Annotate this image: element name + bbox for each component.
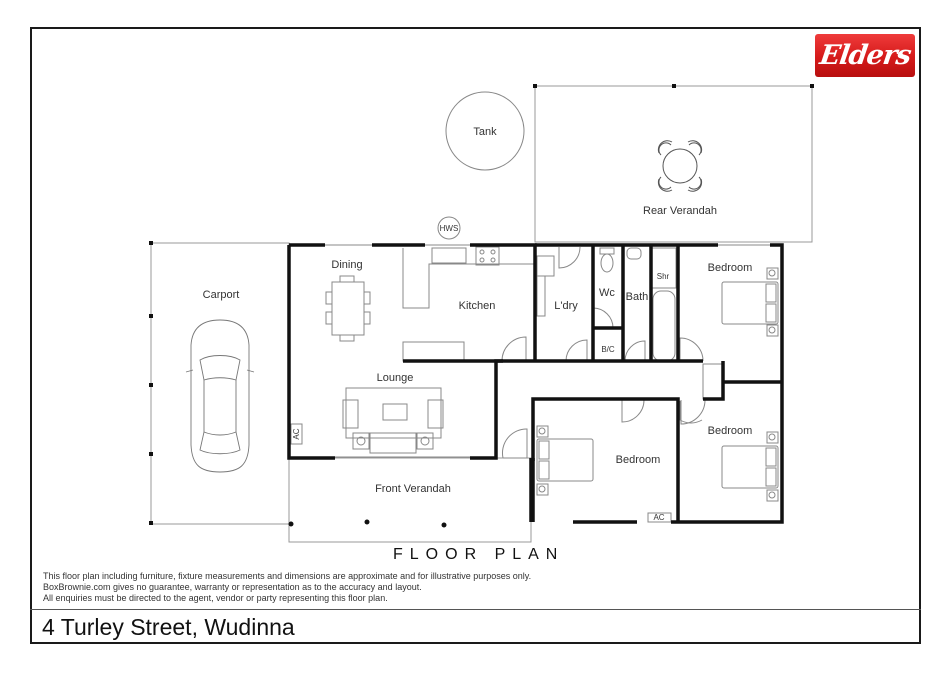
dining-table-icon [331,281,365,336]
front-verandah: Front Verandah [288,457,532,543]
label-dining: Dining [331,259,362,271]
sofa-icon [369,432,417,454]
label-tank: Tank [473,126,497,138]
label-kitchen: Kitchen [459,300,496,312]
bed-icon [536,438,594,482]
bed-icon [721,445,779,489]
property-address: 4 Turley Street, Wudinna [42,614,295,640]
laundry-tub-icon [536,255,555,277]
kitchen-bench [402,248,535,309]
label-laundry: L'dry [554,300,578,312]
footer-divider [30,609,921,610]
sink-icon [431,247,467,264]
bathtub-icon [652,290,676,362]
label-bedroom-2: Bedroom [616,454,661,466]
disclaimer: This floor plan including furniture, fix… [43,571,531,604]
armchair-icon [342,399,359,429]
label-bc: B/C [601,345,615,354]
label-wc: Wc [599,287,615,299]
page-frame [30,27,921,644]
elders-logo: Elders [815,34,915,77]
room-labels: Dining Kitchen L'dry Wc Bath Shr B/C Bed… [292,259,752,522]
water-tank: Tank [445,91,525,171]
label-lounge: Lounge [377,372,414,384]
label-carport: Carport [203,289,240,301]
toilet-icon [600,253,614,273]
disclaimer-line: BoxBrownie.com gives no guarantee, warra… [43,582,422,592]
label-bath: Bath [626,291,649,303]
car-icon [185,319,255,473]
label-bedroom-1: Bedroom [708,262,753,274]
hot-water-system: HWS [437,216,461,240]
armchair-icon [427,399,444,429]
label-ac-bedroom: AC [653,513,664,522]
stove-icon [475,246,500,266]
disclaimer-line: All enquiries must be directed to the ag… [43,593,388,603]
label-front-verandah: Front Verandah [375,483,451,495]
label-ac-lounge: AC [292,428,301,439]
label-shower: Shr [657,272,670,281]
shower-icon [651,247,677,289]
coffee-table-icon [382,403,408,421]
label-bedroom-3: Bedroom [708,425,753,437]
disclaimer-line: This floor plan including furniture, fix… [43,571,532,581]
outdoor-table-icon [657,140,703,192]
plan-title: FLOOR PLAN [393,546,565,563]
label-rear-verandah: Rear Verandah [643,205,717,217]
lounge-rug [345,387,442,439]
walls [287,243,784,524]
label-hws: HWS [440,224,459,233]
basin-icon [626,247,642,260]
rear-verandah: Rear Verandah [533,84,814,243]
carport: Carport [149,241,290,525]
kitchen-island [402,341,465,362]
bed-icon [721,281,779,325]
